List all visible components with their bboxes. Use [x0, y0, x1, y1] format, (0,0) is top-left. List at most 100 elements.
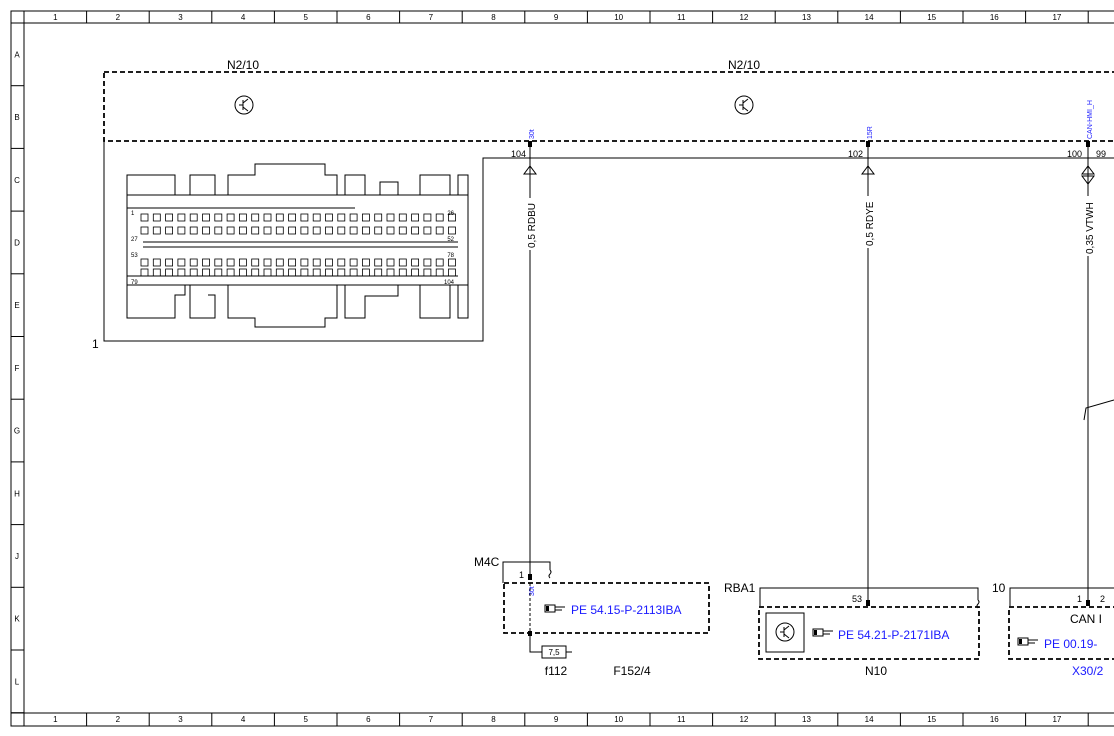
connector-pin-cavity — [386, 213, 395, 222]
pin-label-m4c: 1 — [519, 570, 524, 580]
arrow-up-icon-rdbu — [523, 165, 537, 175]
pin-stub-104 — [528, 141, 532, 147]
grid-column-label: 16 — [990, 13, 999, 22]
connector-pin-cavity — [140, 226, 149, 235]
grid-column-label: 3 — [178, 715, 183, 724]
wire-label-rdbu: 0,5 RDBU — [527, 203, 538, 248]
connector-pin-cavity — [189, 258, 198, 267]
fuse-rating: 7,5 — [548, 648, 560, 657]
pin-stub-100 — [1086, 141, 1090, 147]
connector-pin-cavity — [435, 258, 444, 267]
connector-pin-cavity — [251, 213, 260, 222]
connector-pin-cavity — [165, 213, 174, 222]
connector-pin-cavity — [300, 258, 309, 267]
grid-row-label: B — [14, 113, 19, 122]
connector-pin-cavity — [448, 226, 456, 235]
connector-pin-cavity — [177, 226, 186, 235]
grid-column-label: 6 — [366, 13, 371, 22]
connector-pin-cavity — [238, 213, 247, 222]
connector-pin-cavity — [288, 226, 297, 235]
grid-column-ticks: 1122334455667788991010111112121313141415… — [53, 11, 1089, 726]
grid-column-label: 9 — [554, 13, 559, 22]
connector-pin-cavity — [398, 268, 407, 277]
connector-pin-cavity — [349, 213, 358, 222]
connector-pin-cavity — [140, 213, 149, 222]
connector-pin-cavity — [386, 258, 395, 267]
connector-pin-cavity — [312, 213, 321, 222]
grid-column-label: 14 — [865, 715, 874, 724]
connector-pin-cavity — [448, 213, 456, 222]
reference-hand-icon-3 — [1017, 637, 1038, 646]
connector-num-top-left: 1 — [131, 211, 135, 217]
grid-column-label: 10 — [614, 13, 623, 22]
connector-pin-cavity — [398, 258, 407, 267]
connector-pin-cavity — [214, 268, 223, 277]
connector-pin-cavity — [300, 268, 309, 277]
connector-pin-cavity — [398, 213, 407, 222]
connector-pin-cavity — [349, 268, 358, 277]
connector-pin-cavity — [411, 258, 420, 267]
connector-num-top-right: 26 — [447, 211, 454, 217]
grid-column-label: 7 — [429, 13, 434, 22]
grid-row-label: E — [14, 301, 19, 310]
connector-face-drawing — [126, 163, 469, 328]
grid-column-label: 12 — [739, 715, 748, 724]
connector-pin-cavity — [238, 268, 247, 277]
grid-column-label: 11 — [677, 13, 686, 22]
sheet-border — [10, 10, 1114, 727]
label-n2-10-right: N2/10 — [728, 58, 760, 72]
connector-pin-cavity — [423, 213, 432, 222]
grid-column-label: 8 — [491, 715, 496, 724]
connector-pin-cavity — [202, 268, 210, 277]
signal-15r: 15R — [867, 126, 874, 139]
label-rba1: RBA1 — [724, 581, 756, 595]
connector-pin-cavity — [214, 258, 223, 267]
connector-pin-cavity — [386, 226, 395, 235]
connector-pin-cavity — [152, 226, 161, 235]
connector-pin-cavity — [275, 226, 284, 235]
connector-pin-cavity — [238, 258, 247, 267]
connector-pin-cavity — [361, 268, 370, 277]
connector-pin-cavity — [202, 213, 210, 222]
connector-pin-cavity — [349, 258, 358, 267]
label-x30-2: X30/2 — [1072, 664, 1104, 678]
grid-row-label: G — [14, 427, 20, 436]
connector-pin-cavity — [361, 258, 370, 267]
grid-column-label: 13 — [802, 715, 811, 724]
connector-pin-cavity — [312, 258, 321, 267]
pin-label-100: 100 — [1067, 149, 1082, 159]
grid-column-label: 10 — [614, 715, 623, 724]
connector-pin-cavity — [398, 226, 407, 235]
connector-pin-cavity — [177, 213, 186, 222]
connector-pin-cavity — [226, 258, 235, 267]
grid-column-label: 8 — [491, 13, 496, 22]
connector-pin-cavity — [275, 258, 284, 267]
connector-pin-cavity — [374, 258, 383, 267]
label-f152-4: F152/4 — [613, 664, 651, 678]
arrow-down-icon-vtwh — [1081, 175, 1095, 185]
connector-pin-cavity — [361, 213, 370, 222]
grid-column-label: 16 — [990, 715, 999, 724]
grid-row-label: J — [15, 552, 19, 561]
connector-pin-cavity — [226, 268, 235, 277]
connector-pin-cavity — [337, 213, 346, 222]
reference-link-3[interactable]: PE 00.19- — [1044, 637, 1097, 651]
wire-label-rdye: 0,5 RDYE — [865, 201, 876, 246]
connector-pin-cavity — [152, 268, 161, 277]
arrow-up-icon-rdye — [861, 165, 875, 175]
connector-num-mid-right: 52 — [447, 237, 454, 243]
grid-column-label: 1 — [53, 715, 58, 724]
connector-pin-cavity — [140, 268, 149, 277]
connector-pin-cavity — [152, 258, 161, 267]
connector-pin-cavity — [337, 268, 346, 277]
connector-pin-cavity — [337, 258, 346, 267]
connector-pin-cavity — [214, 213, 223, 222]
connector-pin-cavity — [423, 268, 432, 277]
connector-pin-cavity — [423, 226, 432, 235]
reference-link-2[interactable]: PE 54.21-P-2171IBA — [838, 628, 949, 642]
connector-pin-cavity — [226, 213, 235, 222]
grid-column-label: 4 — [241, 715, 246, 724]
reference-link-1[interactable]: PE 54.15-P-2113IBA — [571, 603, 682, 617]
